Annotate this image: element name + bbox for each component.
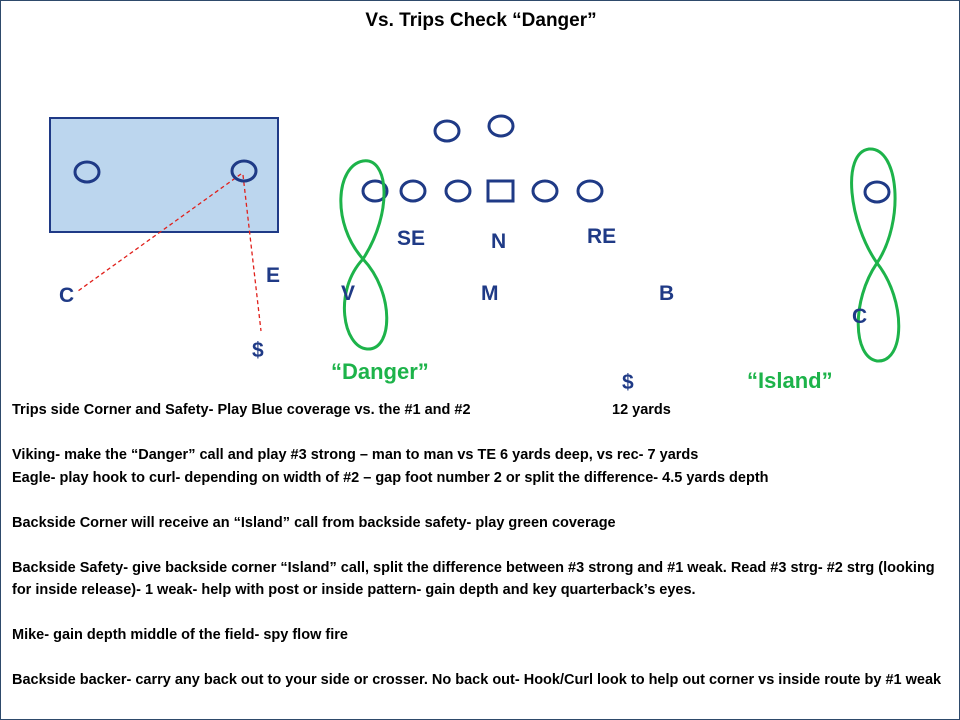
offense-player — [863, 180, 891, 204]
label-b: B — [659, 282, 674, 305]
note-trips-yards: 12 yards — [612, 402, 671, 418]
offense-player — [487, 114, 515, 138]
note-trips: Trips side Corner and Safety- Play Blue … — [12, 402, 471, 418]
offense-player — [433, 119, 461, 143]
label-safety-right: $ — [622, 371, 634, 394]
center-square — [486, 179, 515, 203]
coaching-notes: Trips side Corner and Safety- Play Blue … — [12, 399, 952, 692]
note-backside-safety: Backside Safety- give backside corner “I… — [12, 559, 935, 599]
red-route-line — [77, 173, 242, 292]
offense-player — [230, 159, 258, 183]
label-m: M — [481, 282, 499, 305]
label-c-left: C — [59, 284, 74, 307]
play-diagram: SE N RE E C V M B C $ $ “Danger” “Island… — [49, 114, 901, 394]
note-viking: Viking- make the “Danger” call and play … — [12, 447, 699, 463]
blue-coverage-zone — [49, 117, 279, 233]
offense-player — [444, 179, 472, 203]
note-eagle: Eagle- play hook to curl- depending on w… — [12, 469, 769, 486]
label-n: N — [491, 230, 506, 253]
offense-player — [576, 179, 604, 203]
offense-player — [531, 179, 559, 203]
island-call-label: “Island” — [747, 368, 833, 393]
label-se: SE — [397, 227, 425, 250]
note-backer: Backside backer- carry any back out to y… — [12, 672, 942, 688]
offense-player — [361, 179, 389, 203]
note-mike: Mike- gain depth middle of the field- sp… — [12, 627, 348, 643]
red-route-line — [242, 174, 262, 332]
danger-call-label: “Danger” — [331, 359, 429, 384]
green-island-coverage — [850, 147, 901, 363]
label-re: RE — [587, 225, 616, 248]
label-v: V — [341, 282, 355, 305]
label-c-right: C — [852, 305, 867, 328]
green-danger-coverage — [339, 159, 389, 351]
note-trips-line: Trips side Corner and Safety- Play Blue … — [12, 399, 952, 422]
label-safety-left: $ — [252, 339, 264, 362]
label-e: E — [266, 264, 280, 287]
note-backside-corner: Backside Corner will receive an “Island”… — [12, 514, 616, 531]
slide-title: Vs. Trips Check “Danger” — [365, 10, 597, 31]
offense-player — [399, 179, 427, 203]
offense-player — [73, 160, 101, 184]
